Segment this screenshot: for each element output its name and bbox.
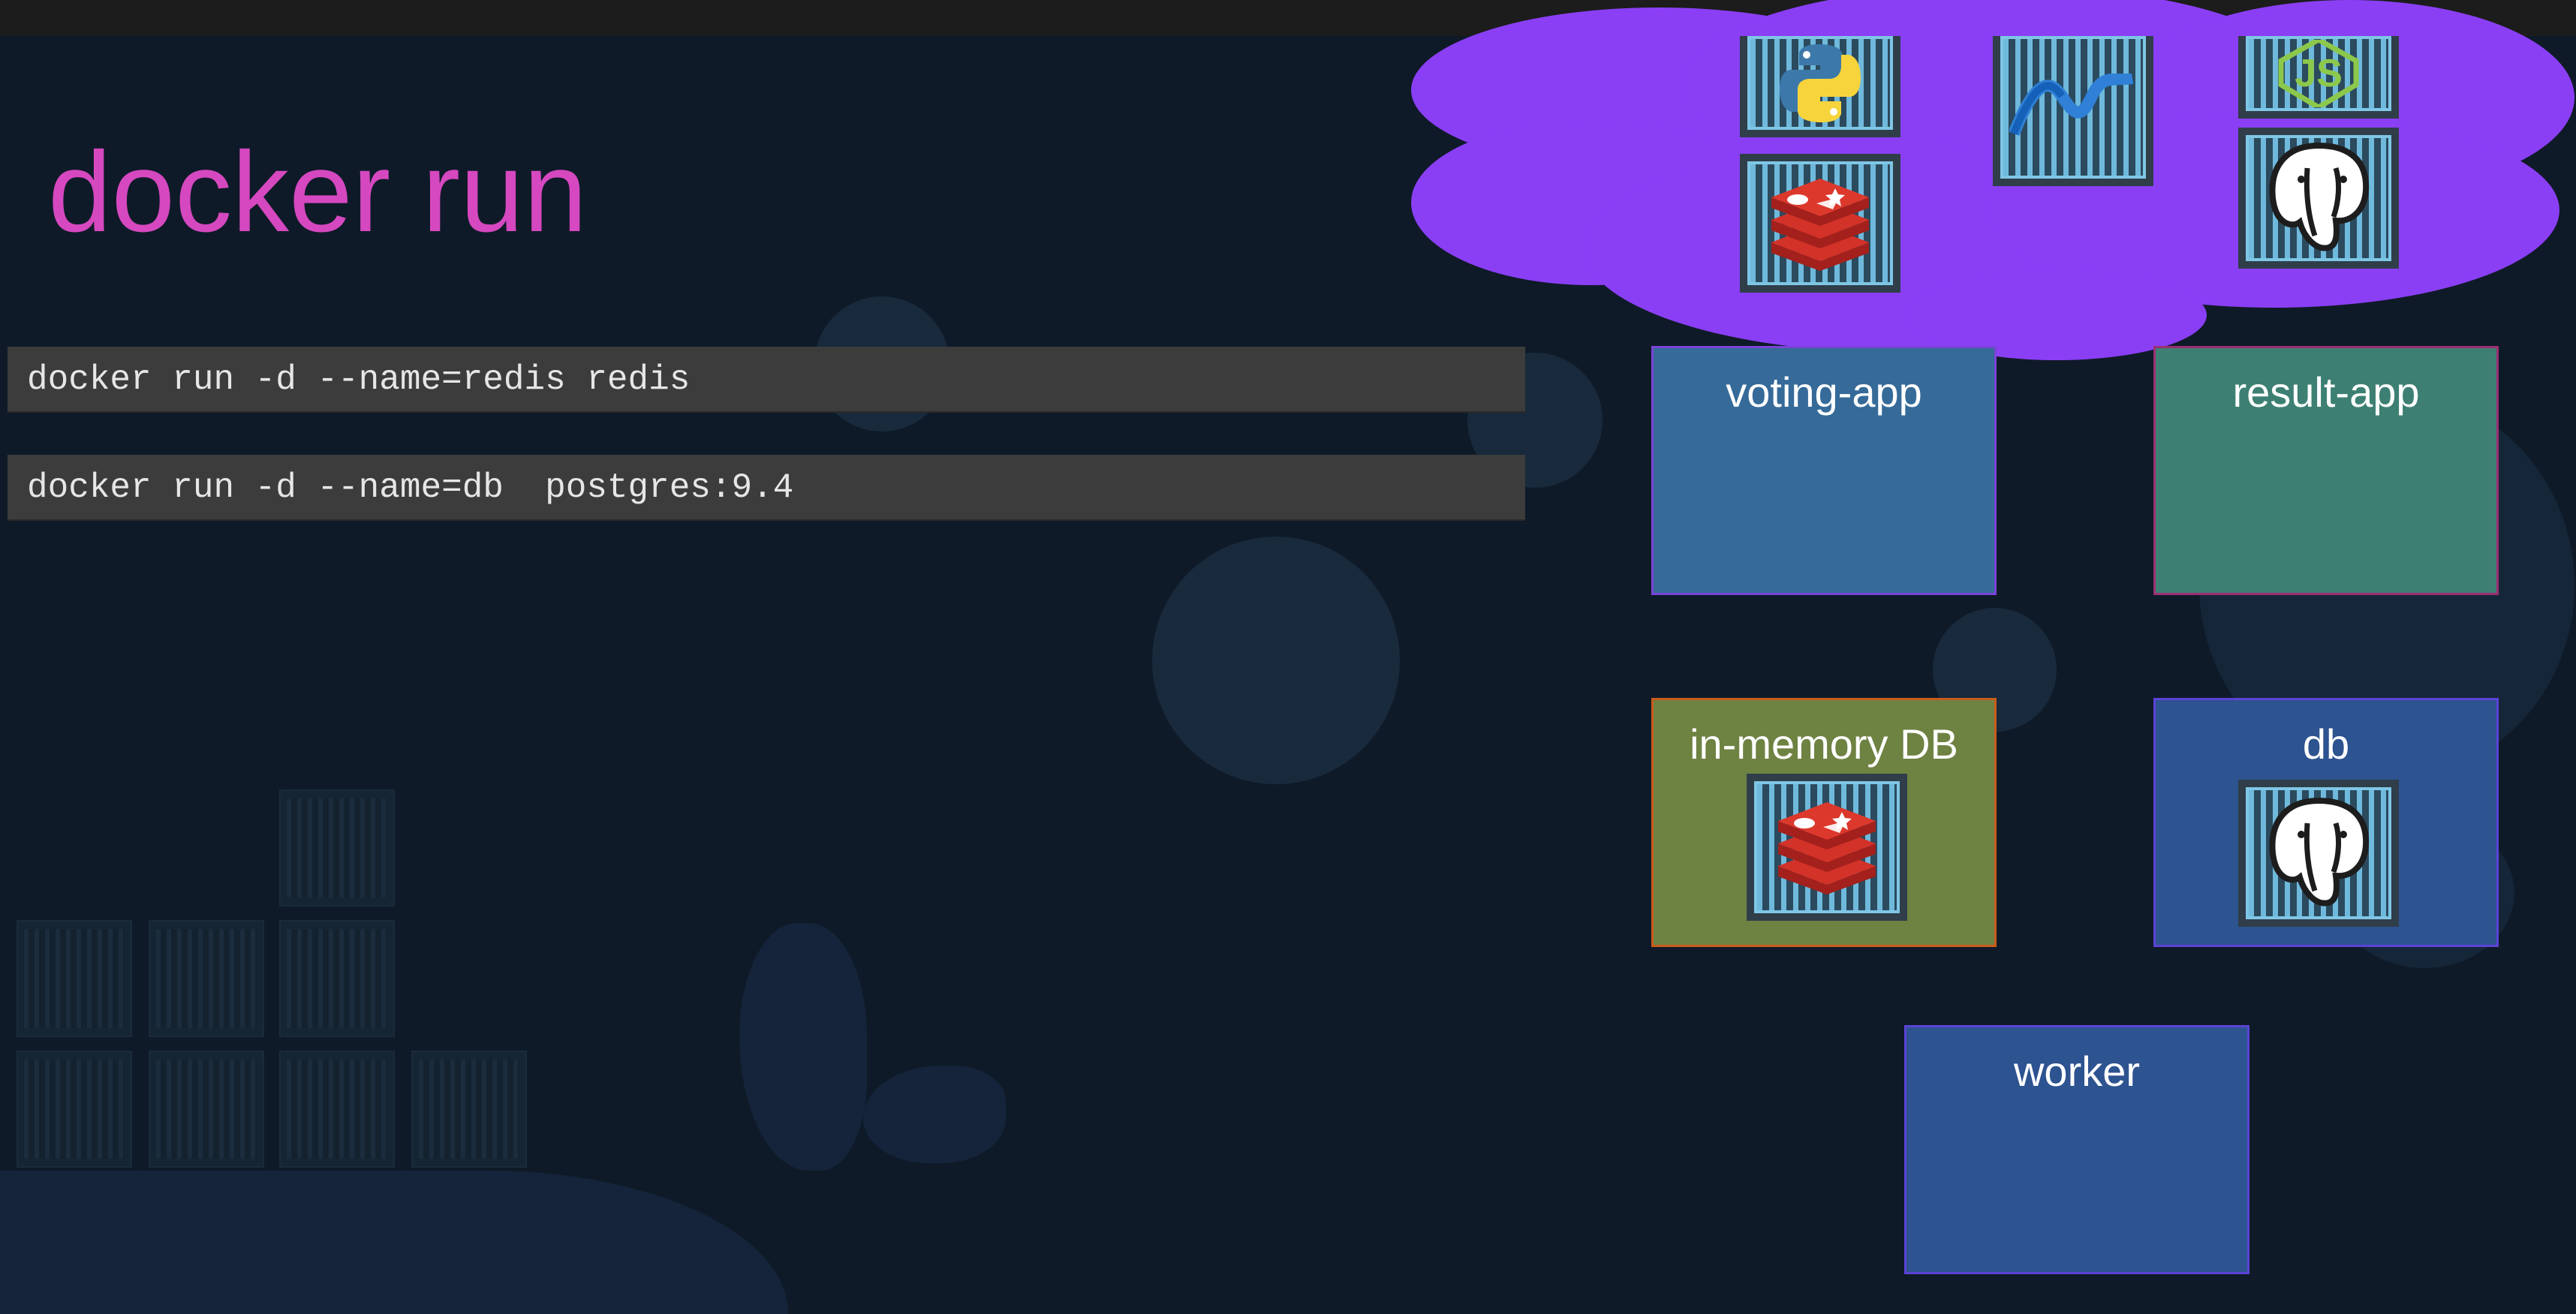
in-memory-db-box: in-memory DB — [1651, 698, 1997, 947]
voting-app-box: voting-app — [1651, 346, 1997, 595]
background-crate — [411, 1051, 527, 1168]
result-app-box: result-app — [2153, 346, 2499, 595]
background-whale-tail — [739, 923, 867, 1171]
in-memory-db-label: in-memory DB — [1690, 720, 1958, 768]
background-whale-fin — [863, 1066, 1006, 1163]
page-title: docker run — [48, 128, 588, 256]
worker-label: worker — [2013, 1048, 2141, 1095]
redis-icon — [1747, 774, 1907, 921]
background-crate — [149, 1051, 264, 1168]
background-crate — [279, 920, 395, 1037]
svg-text:JS: JS — [2295, 52, 2343, 95]
background-crate — [279, 1051, 395, 1168]
postgres-icon — [2238, 780, 2399, 927]
background-crate — [279, 789, 395, 907]
background-crate — [17, 1051, 132, 1168]
postgres-icon — [2238, 128, 2399, 269]
db-label: db — [2302, 720, 2350, 768]
result-app-label: result-app — [2232, 368, 2420, 416]
python-icon — [1740, 36, 1900, 137]
background-crate — [149, 920, 264, 1037]
background-circle — [1152, 537, 1400, 784]
redis-icon — [1740, 154, 1900, 293]
command-line-redis: docker run -d --name=redis redis — [8, 347, 1525, 413]
dotnet-icon — [1993, 36, 2153, 186]
worker-box: worker — [1904, 1025, 2249, 1274]
background-crate — [17, 920, 132, 1037]
background-whale — [0, 1171, 788, 1314]
command-line-db: docker run -d --name=db postgres:9.4 — [8, 455, 1525, 521]
nodejs-icon: JS — [2238, 36, 2399, 119]
db-box: db — [2153, 698, 2499, 947]
voting-app-label: voting-app — [1726, 368, 1922, 416]
